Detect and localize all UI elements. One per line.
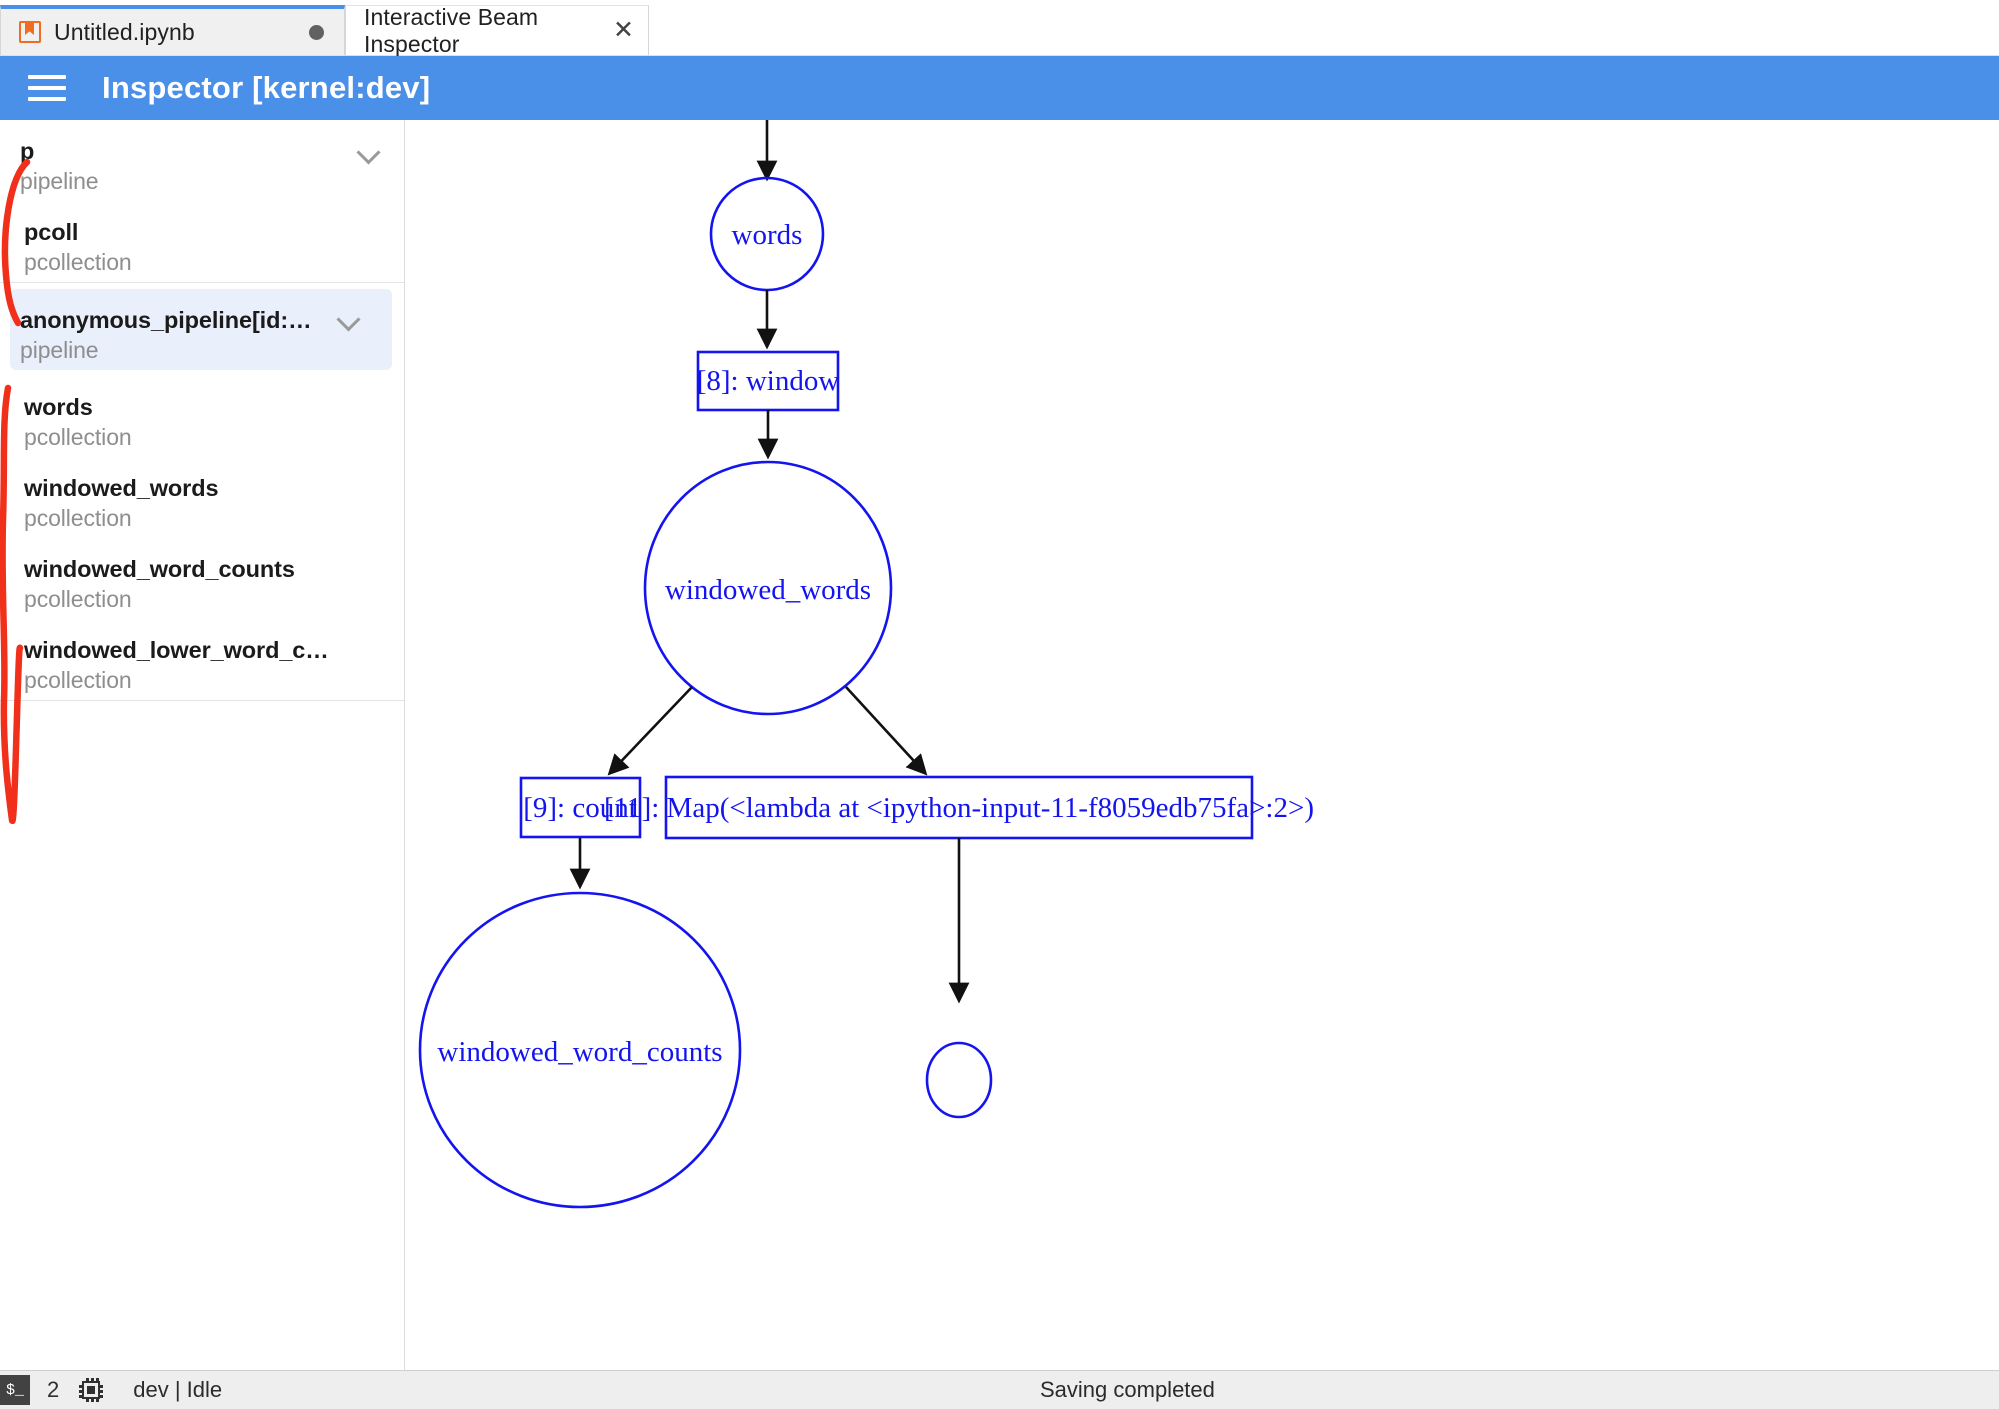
terminal-icon[interactable]: $_ [0,1375,30,1405]
graph-node-words-label: words [732,219,803,251]
sidebar-item-name: words [24,394,93,420]
hamburger-bar [28,75,66,79]
sidebar-item-name: p [20,138,35,164]
sidebar-item-words[interactable]: words pcollection [0,376,404,457]
sidebar-item-name: pcoll [24,219,79,245]
hamburger-bar [28,86,66,90]
graph-node-windowed-words[interactable] [643,460,893,716]
sidebar-item-name: anonymous_pipeline[id:44516… [20,307,368,333]
graph-node-count[interactable] [519,776,642,839]
tab-title: Interactive Beam Inspector [364,3,539,57]
tab-label-group: Untitled.ipynb [19,19,195,46]
sidebar-item-windowed-lower-word-counts[interactable]: windowed_lower_word_counts pcollection [0,619,404,700]
inspectables-sidebar[interactable]: p pipeline pcoll pcollection anonymous_p… [0,120,405,1370]
graph-node-window-label: [8]: window [697,365,840,397]
tab-bar: Untitled.ipynb Interactive Beam Inspecto… [0,0,1999,57]
sidebar-item-kind: pcollection [24,586,132,612]
sidebar-item-kind: pcollection [24,249,132,275]
sidebar-item-kind: pipeline [20,337,99,363]
sidebar-item-kind: pcollection [24,424,132,450]
graph-node-windowed-words-label: windowed_words [665,574,871,606]
sidebar-group-anonymous-pipeline: anonymous_pipeline[id:44516… pipeline wo… [0,289,404,701]
sidebar-item-name: windowed_word_counts [24,556,295,582]
tab-title: Untitled.ipynb [54,18,195,45]
edge-windowedwords-count [607,686,693,776]
graph-node-unnamed[interactable] [925,1041,993,1119]
hamburger-icon[interactable] [28,75,66,101]
sidebar-item-kind: pipeline [20,168,99,194]
status-bar: $_ 2 dev | Idle Saving completed [0,1370,1999,1409]
cpu-icon[interactable] [79,1378,104,1402]
unsaved-indicator-dot[interactable] [309,24,324,40]
terminal-count: 2 [47,1377,60,1402]
tab-interactive-beam-inspector[interactable]: Interactive Beam Inspector ✕ [345,3,649,57]
save-status: Saving completed [1040,1377,1215,1402]
sidebar-item-p[interactable]: p pipeline [0,120,404,201]
sidebar-group-p: p pipeline pcoll pcollection [0,120,404,283]
notebook-icon [19,21,41,43]
chevron-down-icon[interactable] [338,311,360,323]
chevron-down-icon[interactable] [358,144,380,156]
sidebar-item-windowed-word-counts[interactable]: windowed_word_counts pcollection [0,538,404,619]
sidebar-item-pcoll[interactable]: pcoll pcollection [0,201,404,282]
graph-node-windowed-word-counts[interactable] [418,891,742,1209]
inspector-header: Inspector [kernel:dev] [0,56,1999,120]
sidebar-item-name: windowed_lower_word_counts [24,637,369,663]
sidebar-item-anonymous-pipeline[interactable]: anonymous_pipeline[id:44516… pipeline [10,289,392,370]
page-title: Inspector [kernel:dev] [102,70,431,105]
sidebar-item-kind: pcollection [24,667,132,693]
sidebar-item-kind: pcollection [24,505,132,531]
kernel-status[interactable]: dev | Idle [133,1377,223,1402]
workspace: p pipeline pcoll pcollection anonymous_p… [0,120,1999,1370]
graph-node-map-label: [11]: Map(<lambda at <ipython-input-11-f… [604,792,1314,824]
cpu-core [87,1386,96,1394]
pipeline-graph[interactable]: words [8]: window windowed_words [9]: co… [405,120,1998,1370]
graph-node-windowed-word-counts-label: windowed_word_counts [437,1036,722,1068]
sidebar-item-name: windowed_words [24,475,219,501]
pipeline-graph-panel[interactable]: words [8]: window windowed_words [9]: co… [405,120,1999,1370]
graph-node-count-label: [9]: count [523,792,637,824]
close-icon[interactable]: ✕ [612,16,634,44]
hamburger-bar [28,97,66,101]
sidebar-item-windowed-words[interactable]: windowed_words pcollection [0,457,404,538]
edge-windowedwords-map [845,686,928,776]
tab-untitled-ipynb[interactable]: Untitled.ipynb [0,5,345,55]
